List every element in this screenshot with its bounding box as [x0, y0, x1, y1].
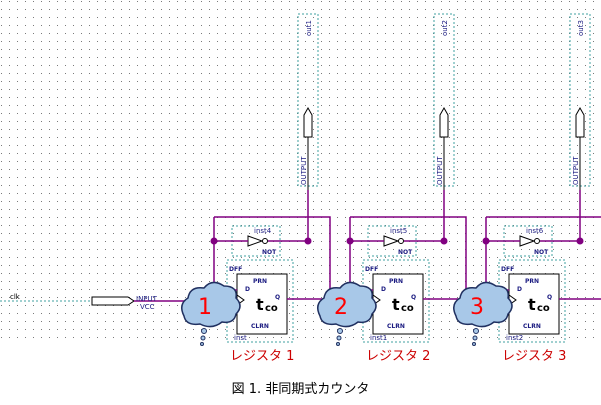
cloud-tail-dot-c-3	[472, 342, 476, 346]
dff-body-2[interactable]	[372, 273, 424, 335]
figure-caption: 図 1. 非同期式カウンタ	[231, 382, 370, 397]
cloud-tail-dot-a-1	[201, 328, 207, 334]
input-type-label: INPUT	[136, 295, 158, 303]
output-type-label-1: OUTPUT	[300, 156, 308, 185]
prn-pin-label-1: PRN	[253, 278, 267, 285]
tco-subscript-2: co	[401, 303, 414, 314]
d-pin-label-1: D	[245, 286, 250, 293]
dff-label-2: DFF	[365, 266, 378, 273]
output-pin-1[interactable]	[303, 106, 313, 138]
junction-left-1	[210, 237, 218, 245]
not-inst-label-3: inst6	[526, 227, 544, 235]
tco-subscript-1: co	[265, 303, 278, 314]
not-bubble-3	[534, 238, 540, 244]
wire-feedback-top-1	[214, 216, 331, 300]
register-label-2: レジスタ 2	[366, 349, 430, 364]
dff-instance-box-1	[226, 259, 294, 343]
cloud-tail-dot-b-1	[200, 335, 206, 341]
dff-instance-box-3	[498, 259, 566, 343]
dff-inst-label-1: inst	[234, 334, 247, 342]
cloud-tail-dot-c-2	[336, 342, 340, 346]
tco-label-1: t	[256, 295, 264, 314]
q-pin-label-1: Q	[275, 294, 280, 301]
output-name-label-2: out2	[441, 20, 449, 36]
not-bubble-1	[262, 238, 268, 244]
q-pin-label-2: Q	[411, 294, 416, 301]
wire-feedback-top-2	[350, 216, 467, 300]
output-type-label-3: OUTPUT	[572, 156, 580, 185]
tco-subscript-3: co	[537, 303, 550, 314]
junction-right-3	[576, 237, 584, 245]
not-label-3: NOT	[534, 249, 549, 256]
register-label-3: レジスタ 3	[502, 349, 566, 364]
dff-instance-box-2	[362, 259, 430, 343]
clk-label: clk	[10, 293, 21, 301]
d-pin-label-2: D	[381, 286, 386, 293]
prn-pin-label-3: PRN	[525, 278, 539, 285]
cloud-tail-dot-b-3	[472, 335, 478, 341]
dff-body-3[interactable]	[508, 273, 560, 335]
cloud-number-2: 2	[334, 295, 348, 320]
annotation-cloud-1	[181, 281, 241, 328]
output-pin-3[interactable]	[575, 106, 585, 138]
clrn-pin-label-3: CLRN	[523, 323, 541, 330]
output-pin-2[interactable]	[439, 106, 449, 138]
annotation-cloud-3	[453, 281, 513, 328]
vcc-label: VCC	[140, 303, 155, 311]
clrn-pin-label-2: CLRN	[387, 323, 405, 330]
output-type-label-2: OUTPUT	[436, 156, 444, 185]
not-inst-label-1: inst4	[254, 227, 272, 235]
tco-label-3: t	[528, 295, 536, 314]
annotation-cloud-2	[317, 281, 377, 328]
register-label-1: レジスタ 1	[230, 349, 294, 364]
wire-feedback-top-3	[486, 216, 601, 300]
clrn-pin-label-1: CLRN	[251, 323, 269, 330]
cloud-tail-dot-c-1	[200, 342, 204, 346]
dff-label-3: DFF	[501, 266, 514, 273]
output-name-label-3: out3	[577, 20, 585, 36]
not-label-2: NOT	[398, 249, 413, 256]
cloud-tail-dot-a-2	[337, 328, 343, 334]
not-bubble-2	[398, 238, 404, 244]
cloud-tail-dot-b-2	[336, 335, 342, 341]
junction-left-3	[482, 237, 490, 245]
prn-pin-label-2: PRN	[389, 278, 403, 285]
dff-inst-label-3: inst2	[506, 334, 523, 342]
not-inst-label-2: inst5	[390, 227, 407, 235]
cloud-number-3: 3	[470, 295, 484, 320]
not-label-1: NOT	[262, 249, 277, 256]
tco-label-2: t	[392, 295, 400, 314]
cloud-tail-dot-a-3	[473, 328, 479, 334]
dff-label-1: DFF	[229, 266, 242, 273]
junction-left-2	[346, 237, 354, 245]
output-name-label-1: out1	[305, 20, 313, 36]
junction-right-1	[304, 237, 312, 245]
d-pin-label-3: D	[517, 286, 522, 293]
input-pin-symbol[interactable]	[91, 296, 135, 306]
dff-inst-label-2: inst1	[370, 334, 387, 342]
junction-right-2	[440, 237, 448, 245]
q-pin-label-3: Q	[547, 294, 552, 301]
cloud-number-1: 1	[198, 295, 212, 320]
